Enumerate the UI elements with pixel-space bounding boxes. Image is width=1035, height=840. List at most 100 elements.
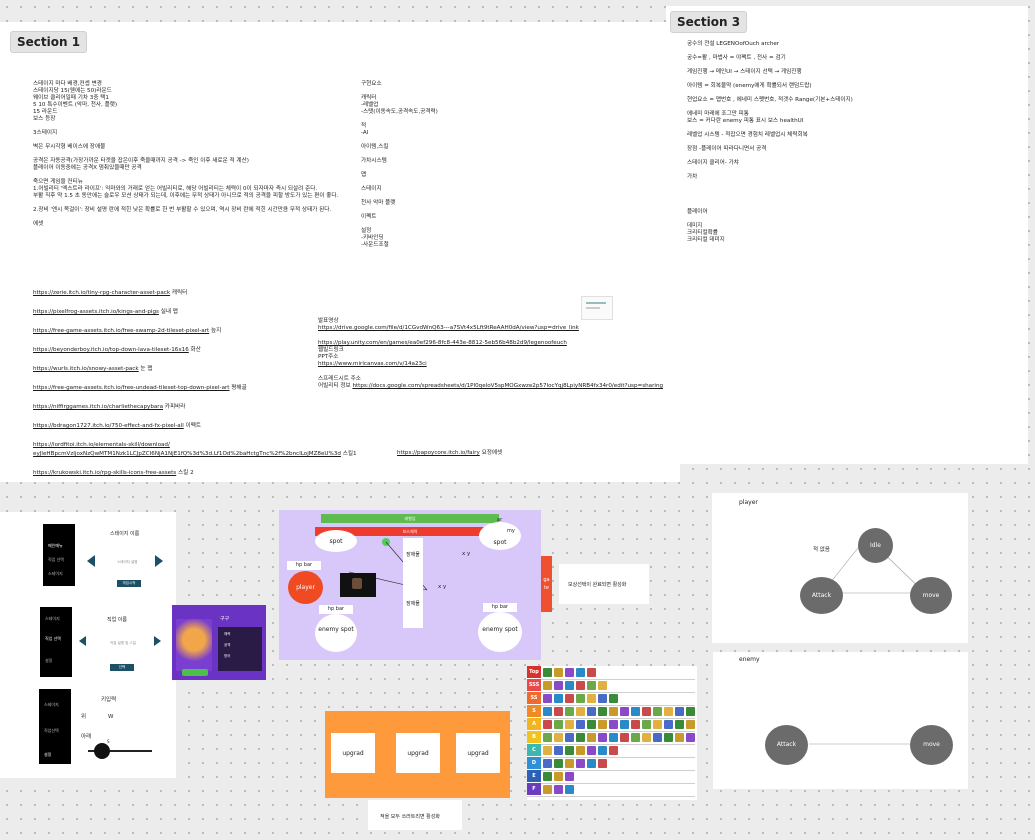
menu-item[interactable]: 스테이지	[44, 702, 59, 707]
item-icon[interactable]	[554, 772, 563, 781]
item-icon[interactable]	[576, 720, 585, 729]
ppt-link[interactable]: https://www.miricanvas.com/v/14a23ci	[318, 361, 427, 367]
item-icon[interactable]	[675, 707, 684, 716]
section1-card[interactable]	[0, 22, 680, 482]
item-icon[interactable]	[554, 720, 563, 729]
upgrade-button[interactable]: upgrad	[396, 733, 440, 773]
item-icon[interactable]	[620, 707, 629, 716]
asset-link[interactable]: https://bdragon1727.itch.io/750-effect-a…	[33, 423, 201, 429]
webgl-link[interactable]: https://play.unity.com/en/games/ea0ef296…	[318, 340, 567, 346]
menu-item[interactable]: 메인메뉴	[48, 543, 63, 548]
asset-link[interactable]: https://beyonderboy.itch.io/top-down-lav…	[33, 347, 201, 353]
item-icon[interactable]	[620, 733, 629, 742]
asset-link[interactable]: https://wurls.itch.io/snowy-asset-pack 눈…	[33, 366, 153, 372]
item-icon[interactable]	[642, 720, 651, 729]
item-icon[interactable]	[565, 707, 574, 716]
item-icon[interactable]	[675, 720, 684, 729]
fairy-asset-link[interactable]: https://papoycore.itch.io/fairy 요정에셋	[397, 450, 503, 456]
confirm-button[interactable]	[182, 669, 208, 676]
item-icon[interactable]	[576, 681, 585, 690]
item-icon[interactable]	[653, 733, 662, 742]
item-icon[interactable]	[598, 759, 607, 768]
item-icon[interactable]	[598, 720, 607, 729]
item-icon[interactable]	[587, 733, 596, 742]
item-icon[interactable]	[543, 681, 552, 690]
item-icon[interactable]	[686, 733, 695, 742]
item-icon[interactable]	[598, 707, 607, 716]
item-icon[interactable]	[653, 720, 662, 729]
item-icon[interactable]	[576, 694, 585, 703]
item-icon[interactable]	[554, 668, 563, 677]
item-icon[interactable]	[543, 720, 552, 729]
attack-state-node[interactable]: Attack	[765, 725, 808, 765]
item-icon[interactable]	[609, 746, 618, 755]
menu-item[interactable]: 스테이지	[48, 571, 63, 576]
arrow-left-icon[interactable]	[87, 555, 95, 567]
asset-link[interactable]: https://lordfitoi.itch.io/elementals-ski…	[33, 442, 170, 448]
item-icon[interactable]	[565, 733, 574, 742]
asset-link[interactable]: https://krukowski.itch.io/rpg-skills-ico…	[33, 470, 194, 476]
item-icon[interactable]	[565, 720, 574, 729]
item-icon[interactable]	[543, 772, 552, 781]
player-node[interactable]	[288, 571, 323, 604]
item-icon[interactable]	[587, 720, 596, 729]
item-icon[interactable]	[565, 759, 574, 768]
asset-link[interactable]: https://free-game-assets.itch.io/free-sw…	[33, 328, 222, 334]
arrow-right-icon[interactable]	[155, 555, 163, 567]
game-start-button[interactable]: 게임시작	[117, 580, 141, 587]
volume-slider-handle[interactable]	[94, 743, 110, 759]
item-icon[interactable]	[554, 694, 563, 703]
asset-link[interactable]: https://free-game-assets.itch.io/free-un…	[33, 385, 247, 391]
section1-title[interactable]: Section 1	[10, 31, 88, 53]
item-icon[interactable]	[609, 733, 618, 742]
item-icon[interactable]	[675, 733, 684, 742]
item-icon[interactable]	[576, 668, 585, 677]
item-icon[interactable]	[686, 707, 695, 716]
idle-state-node[interactable]: Idle	[858, 528, 893, 563]
item-icon[interactable]	[664, 733, 673, 742]
item-icon[interactable]	[543, 733, 552, 742]
item-icon[interactable]	[565, 772, 574, 781]
upgrade-button[interactable]: upgrad	[331, 733, 375, 773]
item-icon[interactable]	[576, 759, 585, 768]
job-select-button[interactable]: 선택	[110, 664, 134, 671]
item-icon[interactable]	[609, 694, 618, 703]
menu-item[interactable]: 직업 선택	[45, 636, 61, 641]
item-icon[interactable]	[554, 746, 563, 755]
menu-item[interactable]: 직업선택	[44, 728, 59, 733]
enemy-state-card[interactable]	[713, 652, 968, 789]
upgrade-note-card[interactable]	[368, 800, 462, 830]
menu-item[interactable]: 설정	[44, 752, 52, 757]
attack-state-node[interactable]: Attack	[800, 577, 843, 614]
item-icon[interactable]	[576, 746, 585, 755]
item-icon[interactable]	[598, 733, 607, 742]
video-link[interactable]: https://drive.google.com/file/d/1CGvdWnQ…	[318, 325, 579, 331]
item-icon[interactable]	[642, 707, 651, 716]
item-icon[interactable]	[631, 720, 640, 729]
item-icon[interactable]	[554, 681, 563, 690]
item-icon[interactable]	[565, 746, 574, 755]
item-icon[interactable]	[554, 759, 563, 768]
menu-item[interactable]: 직업 선택	[48, 557, 64, 562]
item-icon[interactable]	[642, 733, 651, 742]
item-icon[interactable]	[587, 668, 596, 677]
item-icon[interactable]	[565, 681, 574, 690]
asset-link[interactable]: https://zerie.itch.io/tiny-rpg-character…	[33, 290, 188, 296]
item-icon[interactable]	[631, 707, 640, 716]
upgrade-button[interactable]: upgrad	[456, 733, 500, 773]
item-icon[interactable]	[543, 694, 552, 703]
item-icon[interactable]	[565, 694, 574, 703]
item-icon[interactable]	[543, 668, 552, 677]
item-icon[interactable]	[598, 681, 607, 690]
arrow-right-icon[interactable]	[154, 636, 161, 646]
item-icon[interactable]	[543, 707, 552, 716]
item-icon[interactable]	[576, 707, 585, 716]
item-icon[interactable]	[587, 746, 596, 755]
item-icon[interactable]	[620, 720, 629, 729]
asset-link[interactable]: https://niffirggames.itch.io/charliethec…	[33, 404, 186, 410]
item-icon[interactable]	[543, 785, 552, 794]
item-icon[interactable]	[609, 720, 618, 729]
link-preview-thumbnail[interactable]	[581, 296, 613, 320]
item-icon[interactable]	[598, 746, 607, 755]
